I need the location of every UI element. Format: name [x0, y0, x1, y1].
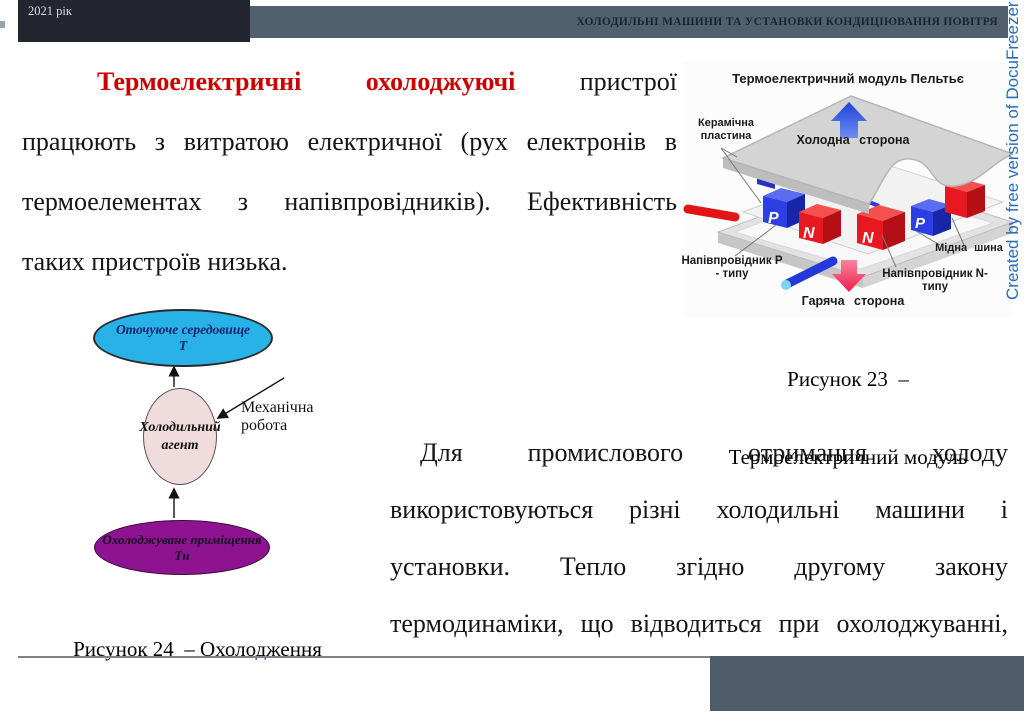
ellipse-text: Охолоджуване приміщення: [102, 531, 262, 547]
p-type-cube: [911, 199, 951, 236]
caption-line: Термоелектричний модуль: [728, 445, 968, 469]
paragraph-line: використовуються різні холодильні машини…: [390, 495, 1008, 524]
ellipse-text: агент: [161, 437, 199, 453]
cooling-diagram: Оточуюче середовище Т Холодильний агент …: [60, 300, 380, 585]
highlighted-term: Термоелектричні охолоджуючі: [97, 67, 516, 96]
hot-arrow-icon: [832, 260, 866, 292]
peltier-figure-image: P N N P Термоелек: [681, 62, 1013, 318]
body-paragraph: Для промислового отримання холоду викори…: [390, 424, 1008, 652]
edge-mark: [0, 21, 5, 28]
mechanical-work-label: Механічна робота: [241, 399, 331, 435]
ellipse-text: Холодильний: [139, 419, 221, 435]
n-type-cube: [799, 204, 841, 244]
watermark-text: Created by free version of DocuFreezer: [1003, 1, 1022, 300]
caption-line: Рисунок 23 –: [787, 367, 909, 391]
paragraph-line: установки. Тепло згідно другому закону: [390, 552, 1008, 581]
cube-letter: P: [768, 210, 779, 227]
footer-block: [710, 656, 1024, 711]
red-wire: [683, 204, 740, 222]
label-line: Механічна: [241, 399, 314, 416]
cube-letter: N: [862, 230, 874, 247]
p-type-label: Напівпровідник Р - типу: [681, 255, 783, 280]
year-label: 2021 рік: [28, 4, 72, 18]
course-title-bar: ХОЛОДИЛЬНІ МАШИНИ ТА УСТАНОВКИ КОНДИЦІЮВ…: [250, 6, 1008, 38]
ellipse-text: Оточуюче середовище: [115, 322, 251, 337]
cube-letter: N: [803, 225, 815, 242]
copper-bus-label: Мідна шина: [935, 242, 1003, 254]
n-type-cube: [857, 205, 905, 250]
ceramic-plate-label: Керамічна пластина: [697, 117, 754, 142]
label-line: робота: [241, 417, 288, 434]
leader-lines: [720, 147, 965, 268]
figure24-caption: Рисунок 24 – Охолодження холодильною маш…: [25, 584, 370, 724]
paragraph-line: термоелементах з напівпровідників). Ефек…: [22, 187, 677, 216]
separator-line: [18, 656, 710, 658]
blue-wire: [782, 256, 838, 289]
caption-line: холодильною машиною: [25, 714, 370, 724]
hot-side-label: Гаряча сторона: [801, 294, 905, 308]
line-text: пристрої: [579, 67, 677, 96]
paragraph-line: термодинаміки, що відводиться при охолод…: [390, 609, 1008, 638]
ellipse-text: Тн: [174, 547, 190, 563]
environment-ellipse: Оточуюче середовище Т: [93, 309, 273, 367]
figure-image-title: Термоелектричний модуль Пельтьє: [732, 71, 964, 86]
paragraph-line: працюють з витратою електричної (рух еле…: [22, 127, 677, 156]
cold-arrow-icon: [831, 102, 867, 138]
refrigerant-ellipse: Холодильний агент: [139, 388, 221, 485]
cube-letter: P: [915, 215, 926, 232]
year-bar: 2021 рік: [18, 0, 250, 42]
paragraph-line: таких пристроїв низька.: [22, 247, 288, 276]
paragraph-line: Для промислового отримання холоду: [420, 438, 1008, 467]
top-plate: [720, 95, 1013, 214]
cold-side-label: Холодна сторона: [796, 133, 910, 147]
figure23-caption: Рисунок 23 – Термоелектричний модуль: [683, 314, 1013, 522]
caption-line: Рисунок 24 – Охолодження: [73, 637, 322, 661]
work-arrow: [216, 377, 285, 419]
cooled-room-ellipse: Охолоджуване приміщення Тн: [94, 520, 270, 575]
paragraph-line: Термоелектричні охолоджуючі пристрої: [22, 52, 677, 112]
peltier-drawing: P N N P: [683, 95, 1013, 292]
blue-wire-tip: [781, 280, 791, 290]
n-type-label: Напівпровідник N- типу: [882, 268, 988, 293]
ellipse-text: Т: [178, 338, 188, 353]
diagram-arrows: [168, 365, 285, 518]
course-title: ХОЛОДИЛЬНІ МАШИНИ ТА УСТАНОВКИ КОНДИЦІЮВ…: [576, 16, 998, 28]
intro-paragraph: Термоелектричні охолоджуючі пристрої пра…: [22, 52, 677, 292]
